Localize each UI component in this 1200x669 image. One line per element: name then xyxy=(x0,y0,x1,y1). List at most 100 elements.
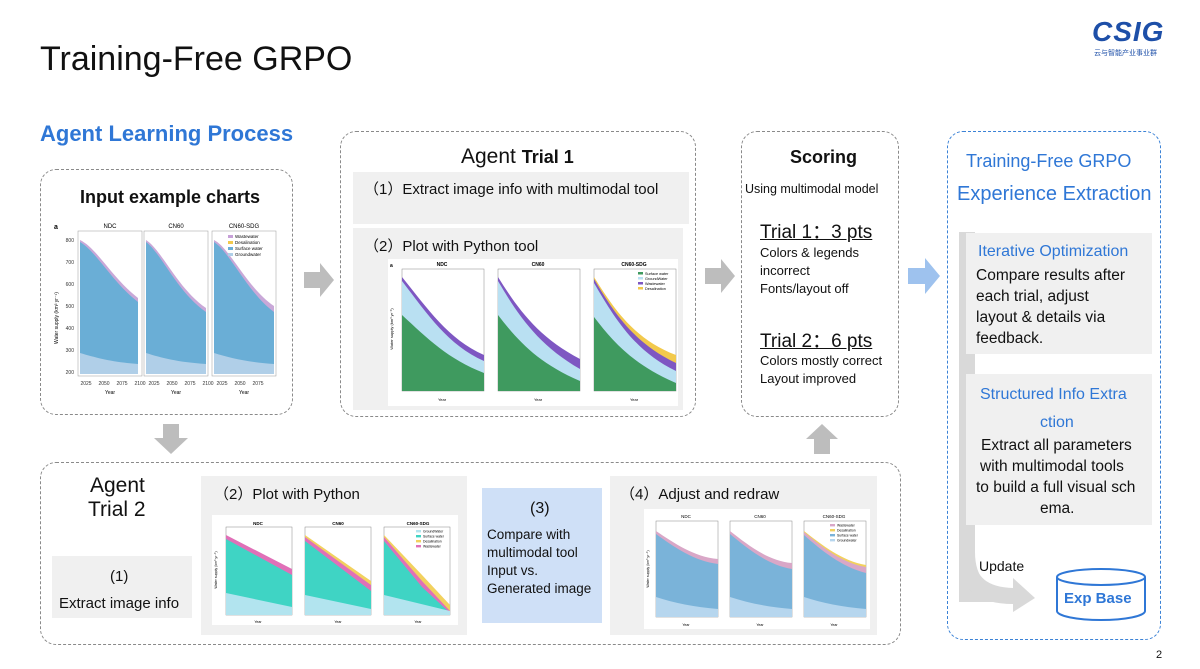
trial2-step4-text: （4）Adjust and redraw xyxy=(620,486,780,503)
step2-legend: GroundWater Surface water Desalination W… xyxy=(416,530,445,549)
arrow-up-icon xyxy=(806,424,838,454)
trial1-x-label: Year xyxy=(438,397,447,402)
panel-title: CN60-SDG xyxy=(229,224,260,230)
iterative-text: Compare results after xyxy=(976,267,1126,284)
trial1-step1-text: （1）Extract image info with multimodal to… xyxy=(364,181,659,198)
logo-subtext: 云与智能产业事业群 xyxy=(1094,50,1157,57)
legend-item: Surface water xyxy=(645,272,669,276)
iterative-text: layout & details via xyxy=(976,309,1106,326)
arrow-right-icon xyxy=(304,263,334,297)
ytick: 600 xyxy=(66,282,75,288)
xtick: 2025 xyxy=(216,381,227,387)
agent-trial1-box xyxy=(340,131,696,417)
panel-title: NDC xyxy=(681,514,691,519)
trial2-step1-num: (1) xyxy=(110,568,129,585)
trial1-panel-ndc: NDC xyxy=(401,262,485,392)
trial2-step3-num: (3) xyxy=(530,500,550,517)
arrow-right-icon xyxy=(908,258,940,294)
legend-item: GroundWater xyxy=(423,530,444,534)
step2-panel-ndc: NDC xyxy=(225,521,293,616)
page-number: 2 xyxy=(1156,649,1163,661)
trial1-x-label: Year xyxy=(534,397,543,402)
trial2-note: Colors mostly correct xyxy=(760,353,883,368)
xtick: 2075 xyxy=(184,381,195,387)
logo-text: CSIG xyxy=(1092,16,1165,47)
step4-x-label: Year xyxy=(756,623,764,627)
legend-item: Surface water xyxy=(423,535,445,539)
step2-x-label: Year xyxy=(334,620,342,624)
step4-x-label: Year xyxy=(682,623,690,627)
legend-item: GroundWater xyxy=(645,277,668,281)
ytick: 500 xyxy=(66,304,75,310)
scoring-heading: Scoring xyxy=(790,147,858,167)
trial2-step1-text: Extract image info xyxy=(59,595,180,612)
step2-panel-cn60: CN60 xyxy=(304,521,372,616)
legend-item: Wastewater xyxy=(423,545,442,549)
scoring-box xyxy=(741,131,899,417)
panel-title: CN60 xyxy=(168,224,184,230)
trial1-step2-text: （2）Plot with Python tool xyxy=(364,238,539,255)
legend-item: Surface water xyxy=(235,246,263,251)
step4-y-label: Water supply (km³ yr⁻¹) xyxy=(646,550,650,587)
trial1-x-label: Year xyxy=(630,397,639,402)
trial2-score: Trial 2：6 pts xyxy=(760,331,873,352)
structured-title: ction xyxy=(1040,414,1074,431)
trial2-step3-text: Compare with xyxy=(487,527,571,542)
input-panel-label: a xyxy=(54,224,58,231)
structured-info-box xyxy=(966,374,1152,525)
panel-title: NDC xyxy=(104,224,118,230)
panel-title: NDC xyxy=(253,521,263,526)
trial2-step3-text: multimodal tool xyxy=(487,545,578,560)
iterative-title: Iterative Optimization xyxy=(978,243,1129,260)
legend-item: Wastewater xyxy=(645,282,666,286)
trial2-step3-text: Generated image xyxy=(487,581,592,596)
iterative-optimization-box xyxy=(966,233,1152,354)
trial1-legend: Surface water GroundWater Wastewater Des… xyxy=(638,272,669,291)
trial1-heading-bold: Trial 1 xyxy=(521,147,574,167)
ytick: 800 xyxy=(66,238,75,244)
trial1-step1-box xyxy=(353,172,689,224)
iterative-text: feedback. xyxy=(976,330,1044,347)
trial1-y-label: Water supply (km³ yr⁻¹) xyxy=(389,308,394,350)
xtick: 2075 xyxy=(252,381,263,387)
input-x-label: Year xyxy=(105,390,115,396)
trial1-score: Trial 1：3 pts xyxy=(760,222,873,243)
input-panel-cn60-sdg: CN60-SDG Wastewater Desalination Surface… xyxy=(211,224,277,377)
panel-title: CN60-SDG xyxy=(407,521,430,526)
scoring-sub: Using multimodal model xyxy=(745,182,879,196)
structured-text: to build a full visual sch xyxy=(976,479,1136,496)
step2-y-label: Water supply (km³ yr⁻¹) xyxy=(214,551,218,588)
grpo-box xyxy=(947,131,1161,640)
xtick: 2100 xyxy=(202,381,213,387)
input-panel-ndc: NDC xyxy=(77,224,143,377)
xtick: 2025 xyxy=(148,381,159,387)
panel-title: CN60 xyxy=(532,262,545,268)
legend-item: Desalination xyxy=(235,240,260,245)
trial1-panel-cn60: CN60 xyxy=(497,262,581,392)
xtick: 2050 xyxy=(166,381,177,387)
xtick: 2050 xyxy=(234,381,245,387)
trial2-note: Layout improved xyxy=(760,371,857,386)
trial1-note: Fonts/layout off xyxy=(760,281,849,296)
arrow-down-icon xyxy=(154,424,188,454)
trial2-step2-chart: Water supply (km³ yr⁻¹) NDC CN60 CN60-SD… xyxy=(212,515,458,625)
structured-text: ema. xyxy=(1040,500,1075,517)
slide-title: Training-Free GRPO xyxy=(40,40,353,78)
trial2-heading: Trial 2 xyxy=(88,498,146,521)
ytick: 700 xyxy=(66,260,75,266)
input-y-ticks: 800 700 600 500 400 300 200 xyxy=(66,238,75,376)
trial2-step4-chart: Water supply (km³ yr⁻¹) NDC CN60 CN60-SD… xyxy=(644,509,870,629)
step4-panel-ndc: NDC xyxy=(655,514,719,618)
trial1-heading-prefix: Agent xyxy=(461,145,522,168)
input-panel-cn60: CN60 xyxy=(143,224,209,377)
panel-title: CN60-SDG xyxy=(823,514,846,519)
trial1-heading: Agent Trial 1 xyxy=(461,145,574,169)
xtick: 2075 xyxy=(116,381,127,387)
input-chart: a Water supply (km³ yr⁻¹) 800 700 600 50… xyxy=(52,218,282,402)
input-x-ticks: 2025 2050 2075 2100 2025 2050 2075 2100 … xyxy=(80,381,263,387)
legend-item: Desalination xyxy=(423,540,442,544)
step4-x-label: Year xyxy=(830,623,838,627)
trial2-step3-box xyxy=(482,488,602,623)
panel-title: CN60 xyxy=(332,521,344,526)
step4-panel-cn60: CN60 xyxy=(729,514,793,618)
